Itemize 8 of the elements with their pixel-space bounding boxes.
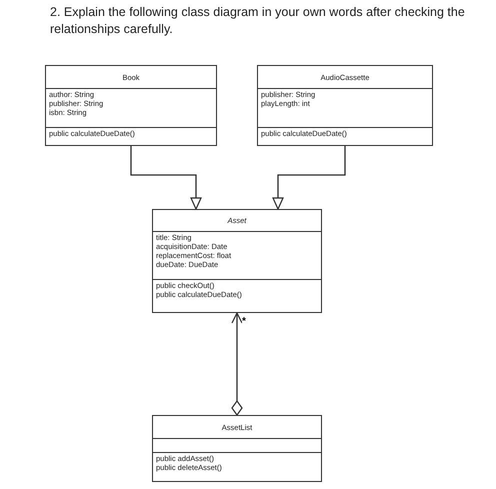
inheritance-arrow — [272, 146, 346, 210]
inheritance-arrow — [130, 146, 202, 210]
question-text: 2. Explain the following class diagram in your own words after checking the relationships carefully. — [50, 4, 466, 38]
class-box — [152, 415, 322, 482]
class-box — [257, 65, 433, 146]
class-box — [152, 209, 322, 313]
aggregation-line — [231, 312, 243, 416]
class-box — [45, 65, 217, 146]
